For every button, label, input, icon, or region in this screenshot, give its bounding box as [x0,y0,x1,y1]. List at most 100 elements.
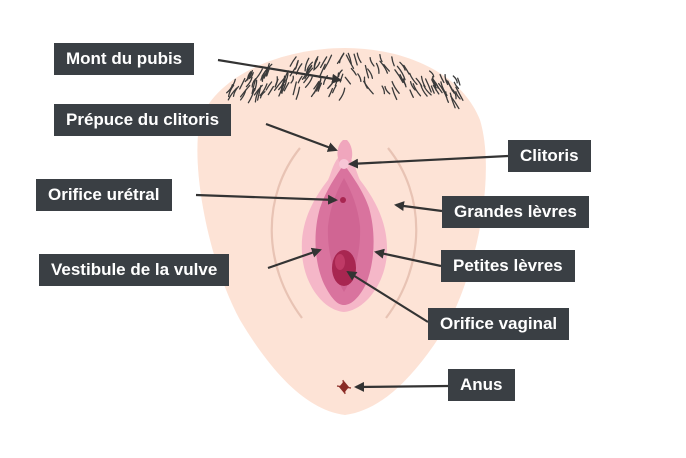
hair-strand [444,73,449,86]
hair-strand [226,84,234,94]
hair-strand [232,85,240,97]
hair-strand [439,73,445,84]
hair-strand [285,72,289,82]
hair-strand [283,82,290,92]
hair-strand [345,54,355,69]
hair-strand [353,53,358,66]
label-vaginal-opening: Orifice vaginal [428,308,570,340]
hair-strand [239,84,251,98]
label-anus: Anus [448,369,515,401]
hair-strand [457,77,461,86]
hair-strand [445,79,455,94]
hair-strand [399,61,406,71]
arrow-clitoral-hood [265,122,338,152]
hair-strand [369,56,375,67]
hair-strand [259,83,268,97]
anus-mark [336,379,352,395]
label-urethral-opening: Orifice urétral [36,179,172,211]
hair-strand [313,61,321,71]
arrow-labia-minora [374,248,442,268]
hair-strand [432,84,440,95]
hair-strand [455,91,461,100]
urethral-opening-mark [340,197,346,203]
hair-strand [344,76,352,85]
hair-strand [338,87,346,101]
hair-strand [455,86,464,101]
hair-strand [379,54,383,63]
hair-strand [251,79,256,95]
hair-strand [328,87,334,98]
hair-strand [399,73,407,86]
vaginal-opening-mark [332,250,356,286]
hair-strand [391,80,400,94]
vaginal-opening-highlight [335,254,345,270]
hair-strand [350,67,357,76]
hair-strand [356,52,362,64]
hair-strand [375,62,380,74]
hair-strand [409,81,416,91]
hair-strand [384,85,391,95]
hair-strand [396,65,406,81]
hair-strand [265,81,273,91]
hair-strand [449,92,456,109]
hair-strand [304,67,314,80]
hair-strand [273,77,285,91]
hair-strand [295,86,301,100]
hair-strand [403,64,410,75]
label-labia-majora: Grandes lèvres [442,196,589,228]
hair-strand [435,82,443,94]
hair-strand [363,80,374,95]
label-labia-minora: Petites lèvres [441,250,575,282]
arrow-labia-majora [394,201,443,213]
hair-strand [383,63,390,72]
hair-strand [310,85,320,98]
arrow-mons-pubis [217,58,342,84]
hair-strand [322,75,329,85]
hair-strand [244,72,253,83]
hair-strand [301,65,313,80]
pubic-hair [226,52,464,110]
hair-strand [253,79,258,92]
hair-strand [391,56,395,67]
hair-strand [304,57,310,72]
label-mons-pubis: Mont du pubis [54,43,195,75]
hair-strand [313,58,319,70]
hair-strand [245,76,253,88]
hair-strand [289,56,297,67]
hair-strand [247,87,256,104]
hair-strand [391,87,398,101]
hair-strand [424,78,432,93]
arrow-vaginal-opening [346,270,429,323]
hair-strand [248,71,254,80]
hair-strand [357,73,362,83]
hair-strand [319,56,328,69]
hair-strand [379,60,389,74]
hair-strand [313,81,320,90]
hair-strand [259,90,266,99]
hair-strand [297,75,303,84]
hair-strand [331,84,337,94]
arrow-clitoris [348,154,509,169]
hair-strand [274,78,279,88]
clitoris-glans [339,159,349,169]
hair-strand [280,80,287,94]
hair-strand [420,83,428,97]
hair-strand [367,68,374,79]
hair-strand [253,68,263,82]
hair-strand [323,54,333,70]
hair-strand [336,52,345,65]
hair-strand [409,72,418,86]
hair-strand [317,82,323,92]
hair-strand [294,60,299,70]
hair-strand [253,84,263,96]
hair-strand [409,89,414,98]
label-clitoral-hood: Prépuce du clitoris [54,104,232,136]
arrow-anus [354,381,449,392]
hair-strand [364,64,370,79]
hair-strand [278,82,284,97]
hair-strand [428,70,435,78]
hair-strand [440,81,448,97]
hair-strand [430,85,435,94]
hair-strand [381,85,386,95]
